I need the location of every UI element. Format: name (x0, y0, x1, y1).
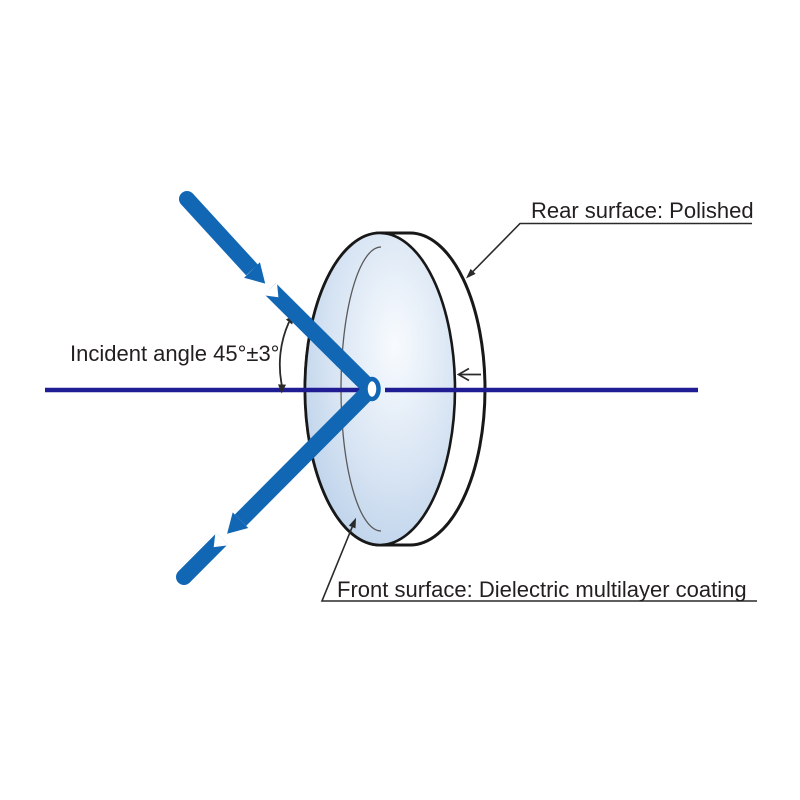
rear-surface-label: Rear surface: Polished (531, 198, 754, 223)
incident-ray (179, 191, 377, 395)
rear-surface-leader-arrow-icon (466, 268, 476, 279)
reflected-ray-notch (213, 531, 229, 548)
reflected-ray (176, 383, 377, 585)
front-surface-leader-line (320, 517, 757, 602)
front-surface-leader-arrow-icon (348, 517, 356, 529)
rear-surface-leader-line (466, 222, 752, 279)
incident-ray-notch (263, 282, 279, 298)
incident-angle-arc-icon (278, 314, 296, 394)
incident-angle-label: Incident angle 45°±3° (70, 341, 279, 366)
front-surface-label: Front surface: Dielectric multilayer coa… (337, 577, 747, 602)
reflected-ray-arrowhead-icon (227, 512, 249, 534)
vertex-marker (363, 376, 381, 402)
beam-direction-left-arrow-icon (456, 367, 481, 382)
incident-ray-arrowhead-icon (244, 262, 266, 284)
